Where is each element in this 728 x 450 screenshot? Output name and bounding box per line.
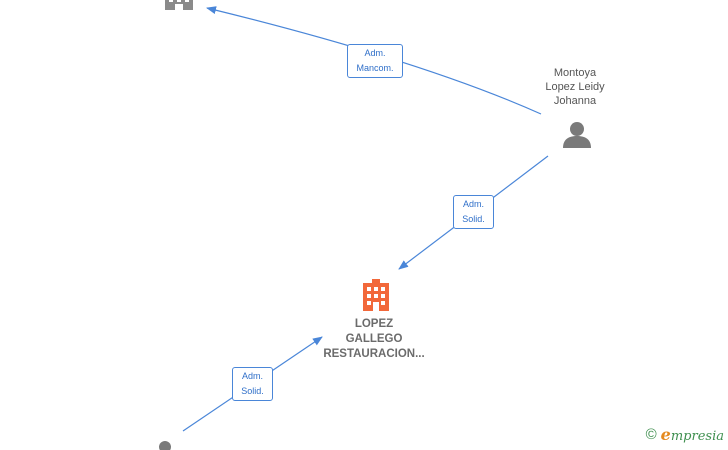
top-company-building-icon[interactable] (165, 0, 193, 10)
edge-label-solid-bottom-line1: Adm. (241, 371, 263, 381)
person-right-person-icon[interactable] (563, 122, 591, 148)
person-right-name-line1: Montoya (553, 67, 597, 79)
person-right-name-line2: Lopez Leidy (545, 81, 605, 93)
company-main-name[interactable]: LOPEZ GALLEGO RESTAURACION... (304, 317, 444, 362)
edge-label-mancom-line1: Adm. (364, 48, 386, 58)
footer-brand: © empresia (646, 425, 724, 444)
person-bottom-person-icon[interactable] (153, 441, 177, 450)
edge-label-solid-bottom-line2: Solid. (241, 386, 264, 396)
company-main-name-line2: GALLEGO (345, 333, 403, 345)
person-right-name[interactable]: Montoya Lopez Leidy Johanna (525, 66, 625, 108)
edge-label-solid-right-line1: Adm. (462, 199, 484, 209)
copyright-icon: © (645, 426, 657, 443)
company-main-name-line3: RESTAURACION... (323, 348, 425, 360)
person-right-name-line3: Johanna (553, 95, 597, 107)
edge-label-solid-right: Adm. Solid. (453, 195, 494, 229)
edge-label-solid-bottom: Adm. Solid. (232, 367, 273, 401)
edge-label-mancom: Adm. Mancom. (347, 44, 403, 78)
brand-rest: mpresia (670, 429, 724, 444)
edge-label-solid-right-line2: Solid. (462, 214, 485, 224)
company-main-name-line1: LOPEZ (354, 318, 394, 330)
brand-logo[interactable]: empresia (661, 425, 724, 444)
company-main-building-icon[interactable] (363, 279, 389, 311)
edge-label-mancom-line2: Mancom. (356, 63, 394, 73)
brand-initial: e (660, 425, 671, 444)
